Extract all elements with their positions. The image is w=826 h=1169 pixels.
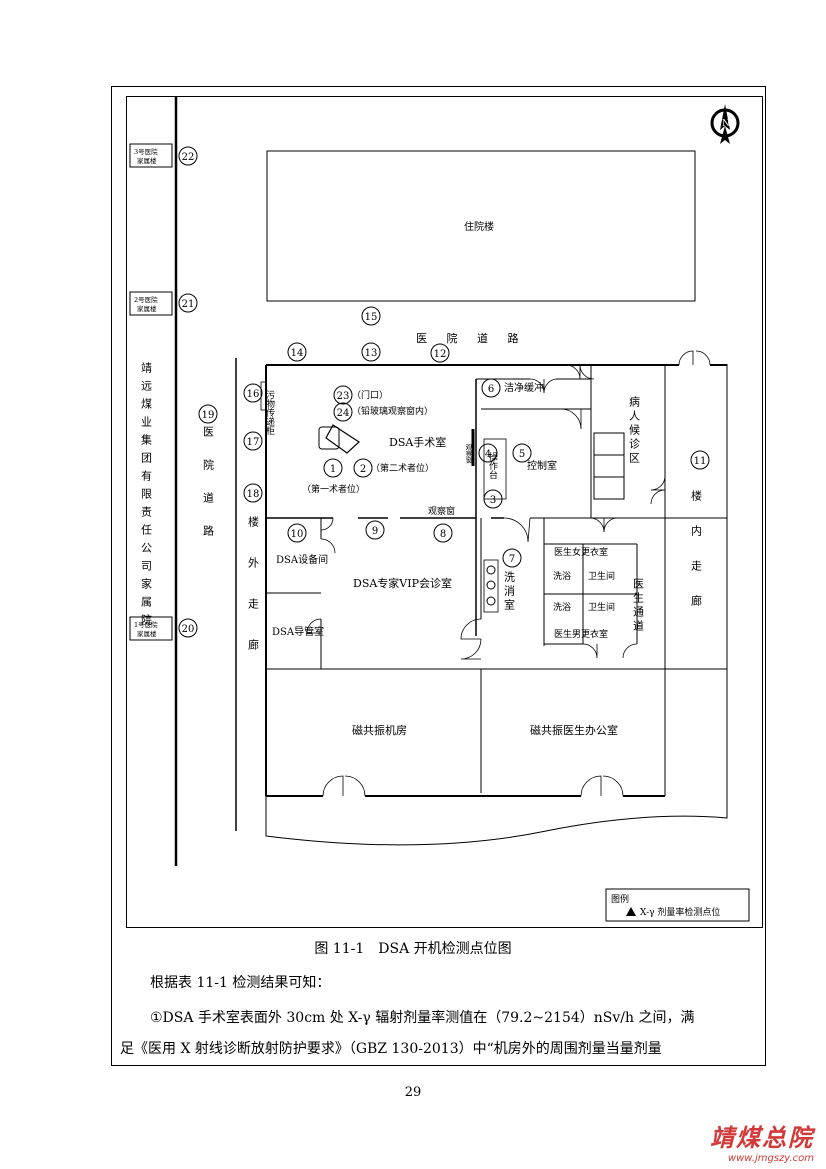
compass-label: N	[722, 119, 730, 129]
paragraph-1: 根据表 11-1 检测结果可知：	[150, 975, 331, 991]
point-9: 9	[372, 526, 378, 537]
b2-line1: 2号医院	[134, 295, 158, 304]
point-12: 12	[434, 349, 447, 360]
legend-title: 图例	[611, 893, 629, 905]
family-building-2	[129, 291, 173, 316]
point-8: 8	[440, 529, 446, 540]
point-15: 15	[365, 312, 378, 323]
legend-box	[605, 888, 750, 922]
point-18: 18	[247, 489, 260, 500]
point-16: 16	[247, 389, 260, 400]
control-room-label: 控制室	[527, 459, 557, 472]
floor-plan-diagram: N 3号医院 家属楼 2号医院 家属楼 1号医院 家属楼 住院楼 靖远煤业集团有…	[129, 96, 750, 922]
point-13: 13	[365, 348, 378, 359]
storage-room-label: DSA导管室	[272, 625, 324, 638]
point-14: 14	[291, 348, 304, 359]
point-19: 19	[202, 410, 215, 421]
dsa-room-label: DSA手术室	[389, 435, 446, 449]
point-5: 5	[519, 449, 525, 460]
left-road-label: 医院道路	[202, 426, 215, 558]
clean-corridor-label: 洁净缓冲	[504, 381, 544, 394]
watermark-url: www.jmgszy.com	[727, 1153, 814, 1164]
b3-line1: 3号医院	[134, 147, 158, 156]
point-4: 4	[485, 449, 491, 460]
point-3: 3	[490, 495, 496, 506]
point-7: 7	[509, 554, 515, 565]
mri-room-label: 磁共振机房	[352, 723, 407, 737]
family-building-1	[129, 616, 173, 641]
console-label: 操作台	[487, 451, 498, 480]
female-change-label: 医生女更衣室	[554, 546, 608, 558]
p24-label: （铅玻璃观察窗内）	[352, 405, 433, 417]
inner-corridor-label: 楼内走廊	[690, 489, 703, 630]
b1-line1: 1号医院	[134, 620, 158, 629]
point-1: 1	[330, 464, 336, 475]
operator1-label: （第一术者位）	[302, 483, 365, 495]
mri-office-label: 磁共振医生办公室	[530, 723, 618, 737]
top-road-label: 医 院 道 路	[416, 331, 527, 345]
point-11: 11	[694, 456, 707, 467]
page-number: 29	[404, 1085, 422, 1100]
point-22: 22	[182, 152, 195, 163]
b2-line2: 家属楼	[137, 304, 157, 313]
b1-line2: 家属楼	[137, 629, 157, 638]
triangle-marker-icon	[626, 907, 636, 916]
p23-label: （门口）	[352, 389, 388, 401]
transfer-label: 污物传递柜	[264, 389, 275, 436]
bath2-label: 洗浴	[553, 601, 571, 613]
watermark-name: 靖煤总院	[710, 1124, 814, 1152]
point-17: 17	[247, 437, 260, 448]
wash-room-label: 洗消室	[503, 571, 516, 613]
outer-corridor-label: 楼外走廊	[247, 515, 260, 680]
point-21: 21	[182, 299, 195, 310]
page-frame	[111, 86, 766, 1066]
legend-item: X-γ 剂量率检测点位	[640, 906, 720, 918]
point-23: 23	[337, 391, 350, 402]
toilet1-label: 卫生间	[588, 570, 615, 582]
point-6: 6	[488, 384, 494, 395]
figure-frame	[126, 96, 763, 928]
point-10: 10	[291, 529, 304, 540]
figure-caption: 图 11-1 DSA 开机检测点位图	[314, 941, 512, 957]
inpatient-building	[266, 150, 696, 302]
vip-room-label: DSA专家VIP会诊室	[353, 576, 452, 590]
point-20: 20	[182, 624, 195, 635]
point-2: 2	[360, 464, 366, 475]
male-change-label: 医生男更衣室	[554, 628, 608, 640]
toilet2-label: 卫生间	[588, 601, 615, 613]
doctor-corridor-label: 医生通道	[632, 578, 645, 634]
obs-window-2-label: 观察窗	[428, 505, 455, 517]
point-24: 24	[337, 408, 350, 419]
family-building-3	[129, 143, 173, 168]
operator2-label: （第二术者位）	[371, 462, 434, 474]
obs-window-1-label: 观察窗	[464, 444, 472, 465]
family-compound-label: 靖远煤业集团有限责任公司家属院	[140, 362, 153, 632]
paragraph-3: 足《医用 X 射线诊断放射防护要求》（GBZ 130-2013）中“机房外的周围…	[120, 1041, 662, 1057]
paragraph-2: ①DSA 手术室表面外 30cm 处 X-γ 辐射剂量率测值在（79.2~215…	[150, 1010, 695, 1026]
inpatient-label: 住院楼	[464, 220, 494, 233]
equip-room-label: DSA设备间	[276, 553, 328, 566]
b3-line2: 家属楼	[137, 156, 157, 165]
watermark: 靖煤总院 www.jmgszy.com	[710, 1118, 814, 1164]
bath1-label: 洗浴	[553, 570, 571, 582]
waiting-label: 病人候诊区	[628, 395, 641, 466]
